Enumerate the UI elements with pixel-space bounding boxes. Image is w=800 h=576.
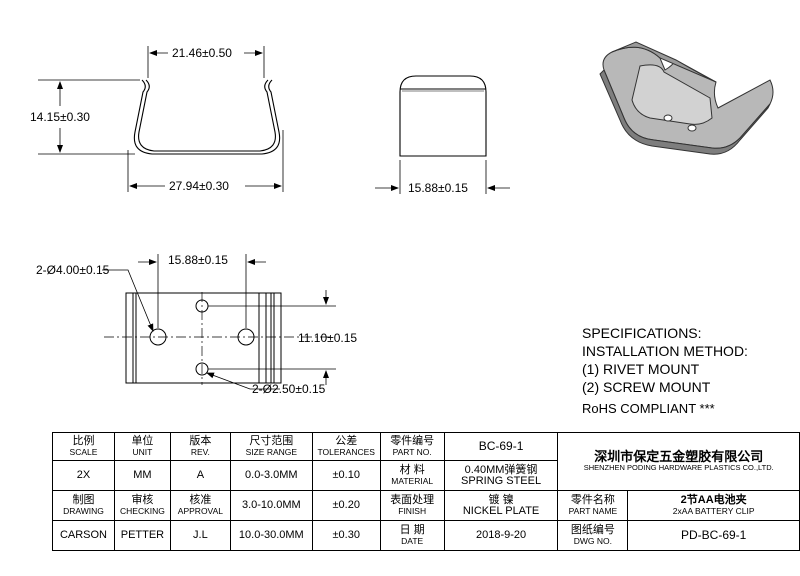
specs-method: INSTALLATION METHOD:: [582, 343, 748, 359]
unit-value: MM: [113, 460, 171, 491]
front-view: [133, 79, 281, 155]
dim-front-height: 14.15±0.30: [30, 110, 90, 124]
dim-hole-spacing: 15.88±0.15: [168, 253, 228, 267]
bottom-centerlines: [104, 292, 330, 385]
iso-hole-2: [687, 124, 697, 132]
tolerance-3: ±0.30: [311, 520, 381, 551]
checking-value: PETTER: [113, 520, 171, 551]
dwg-no-value: PD-BC-69-1: [627, 520, 800, 551]
dim-side-width: 15.88±0.15: [408, 181, 468, 195]
isometric-view: [599, 41, 774, 155]
specs-item-screw: (2) SCREW MOUNT: [582, 379, 711, 395]
size-range-3: 10.0-30.0MM: [229, 520, 313, 551]
specs-item-rivet: (1) RIVET MOUNT: [582, 361, 700, 377]
approval-value: J.L: [169, 520, 231, 551]
dim-hole-small: 2-Ø2.50±0.15: [252, 382, 326, 396]
drawing-value: CARSON: [52, 520, 115, 551]
company-cell: 深圳市保定五金塑胶有限公司 SHENZHEN PODING HARDWARE P…: [557, 432, 800, 491]
specs-title: SPECIFICATIONS:: [582, 325, 702, 341]
iso-clip-inner: [631, 64, 713, 125]
side-dimensions: [375, 160, 510, 194]
bottom-dimensions: [102, 254, 336, 390]
dim-hole-large: 2-Ø4.00±0.15: [36, 263, 110, 277]
front-dimensions: [38, 46, 284, 192]
dim-hole-vertical: 11.10±0.15: [298, 331, 357, 345]
specifications-block: SPECIFICATIONS: INSTALLATION METHOD: (1)…: [582, 324, 748, 418]
clip-profile-inner: [138, 79, 276, 152]
rohs-compliant: RoHS COMPLIANT ***: [582, 401, 715, 416]
clip-profile-outer: [133, 79, 281, 155]
tolerance-2: ±0.20: [311, 490, 381, 521]
tolerance-1: ±0.10: [311, 460, 381, 491]
part-no-value: BC-69-1: [443, 432, 559, 461]
rev-value: A: [169, 460, 231, 491]
size-range-2: 3.0-10.0MM: [229, 490, 313, 521]
bottom-outline: [125, 292, 282, 384]
dim-front-width-top: 21.46±0.50: [172, 46, 232, 60]
side-view: [399, 75, 487, 157]
side-outline: [399, 75, 487, 157]
date-value: 2018-9-20: [443, 520, 559, 551]
dim-front-width-bottom: 27.94±0.30: [169, 179, 229, 193]
iso-clip-front-face: [599, 69, 771, 155]
size-range-1: 0.0-3.0MM: [229, 460, 313, 491]
iso-hole-1: [663, 114, 673, 122]
iso-clip-top-face: [611, 41, 717, 83]
bottom-view: [125, 292, 282, 384]
scale-value: 2X: [52, 460, 115, 491]
